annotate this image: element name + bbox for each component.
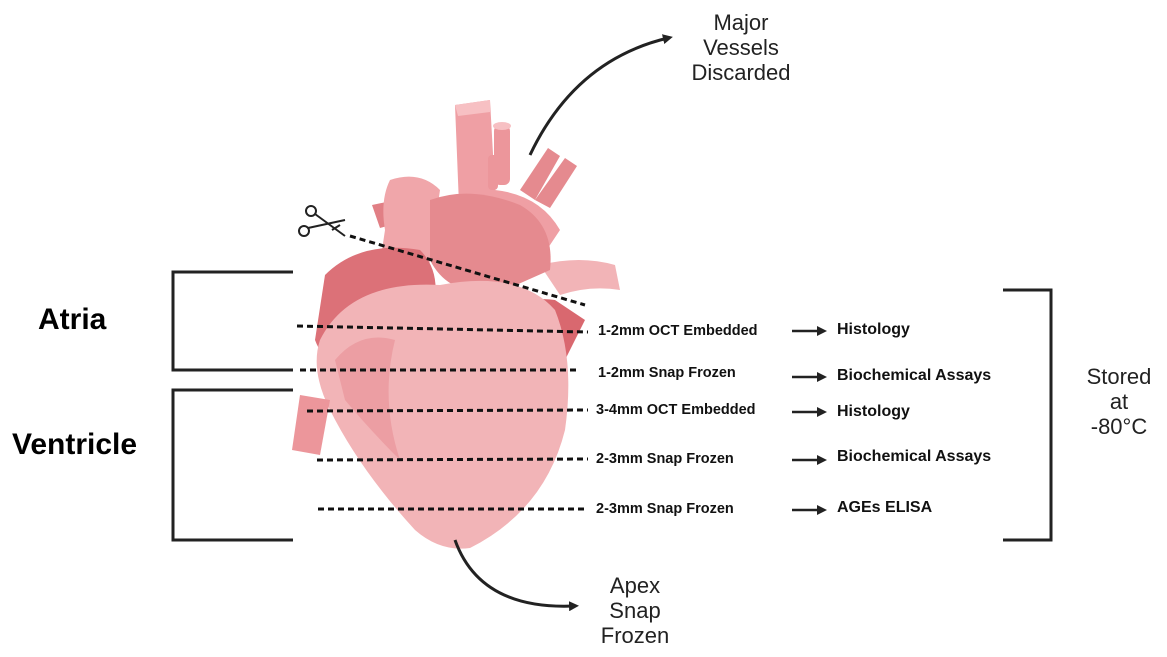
slice-label-1: 1-2mm OCT Embedded: [598, 323, 758, 339]
apex-curved-arrow: [455, 540, 574, 606]
scissors-icon: [299, 206, 345, 236]
destination-label-3: Histology: [837, 403, 910, 421]
inferior-vena-cava: [292, 395, 330, 455]
right-pulmonary: [540, 260, 620, 295]
slice-label-4: 2-3mm Snap Frozen: [596, 451, 734, 467]
storage-bracket: [1003, 290, 1051, 540]
branch-vessel-2: [488, 155, 498, 190]
heart-illustration: [292, 100, 620, 549]
atria-bracket: [173, 272, 293, 370]
destination-arrows: [792, 331, 822, 510]
destination-label-1: Histology: [837, 321, 910, 339]
slice-label-2: 1-2mm Snap Frozen: [598, 365, 736, 381]
atria-label: Atria: [38, 303, 106, 337]
destination-label-5: AGEs ELISA: [837, 499, 932, 517]
cut-line-4: [317, 459, 588, 460]
ventricle-bracket: [173, 390, 293, 540]
destination-label-2: Biochemical Assays: [837, 367, 991, 385]
slice-label-5: 2-3mm Snap Frozen: [596, 501, 734, 517]
destination-label-4: Biochemical Assays: [837, 448, 991, 466]
ventricle-label: Ventricle: [12, 428, 137, 462]
vessels-curved-arrow: [530, 38, 668, 155]
slice-label-3: 3-4mm OCT Embedded: [596, 402, 756, 418]
